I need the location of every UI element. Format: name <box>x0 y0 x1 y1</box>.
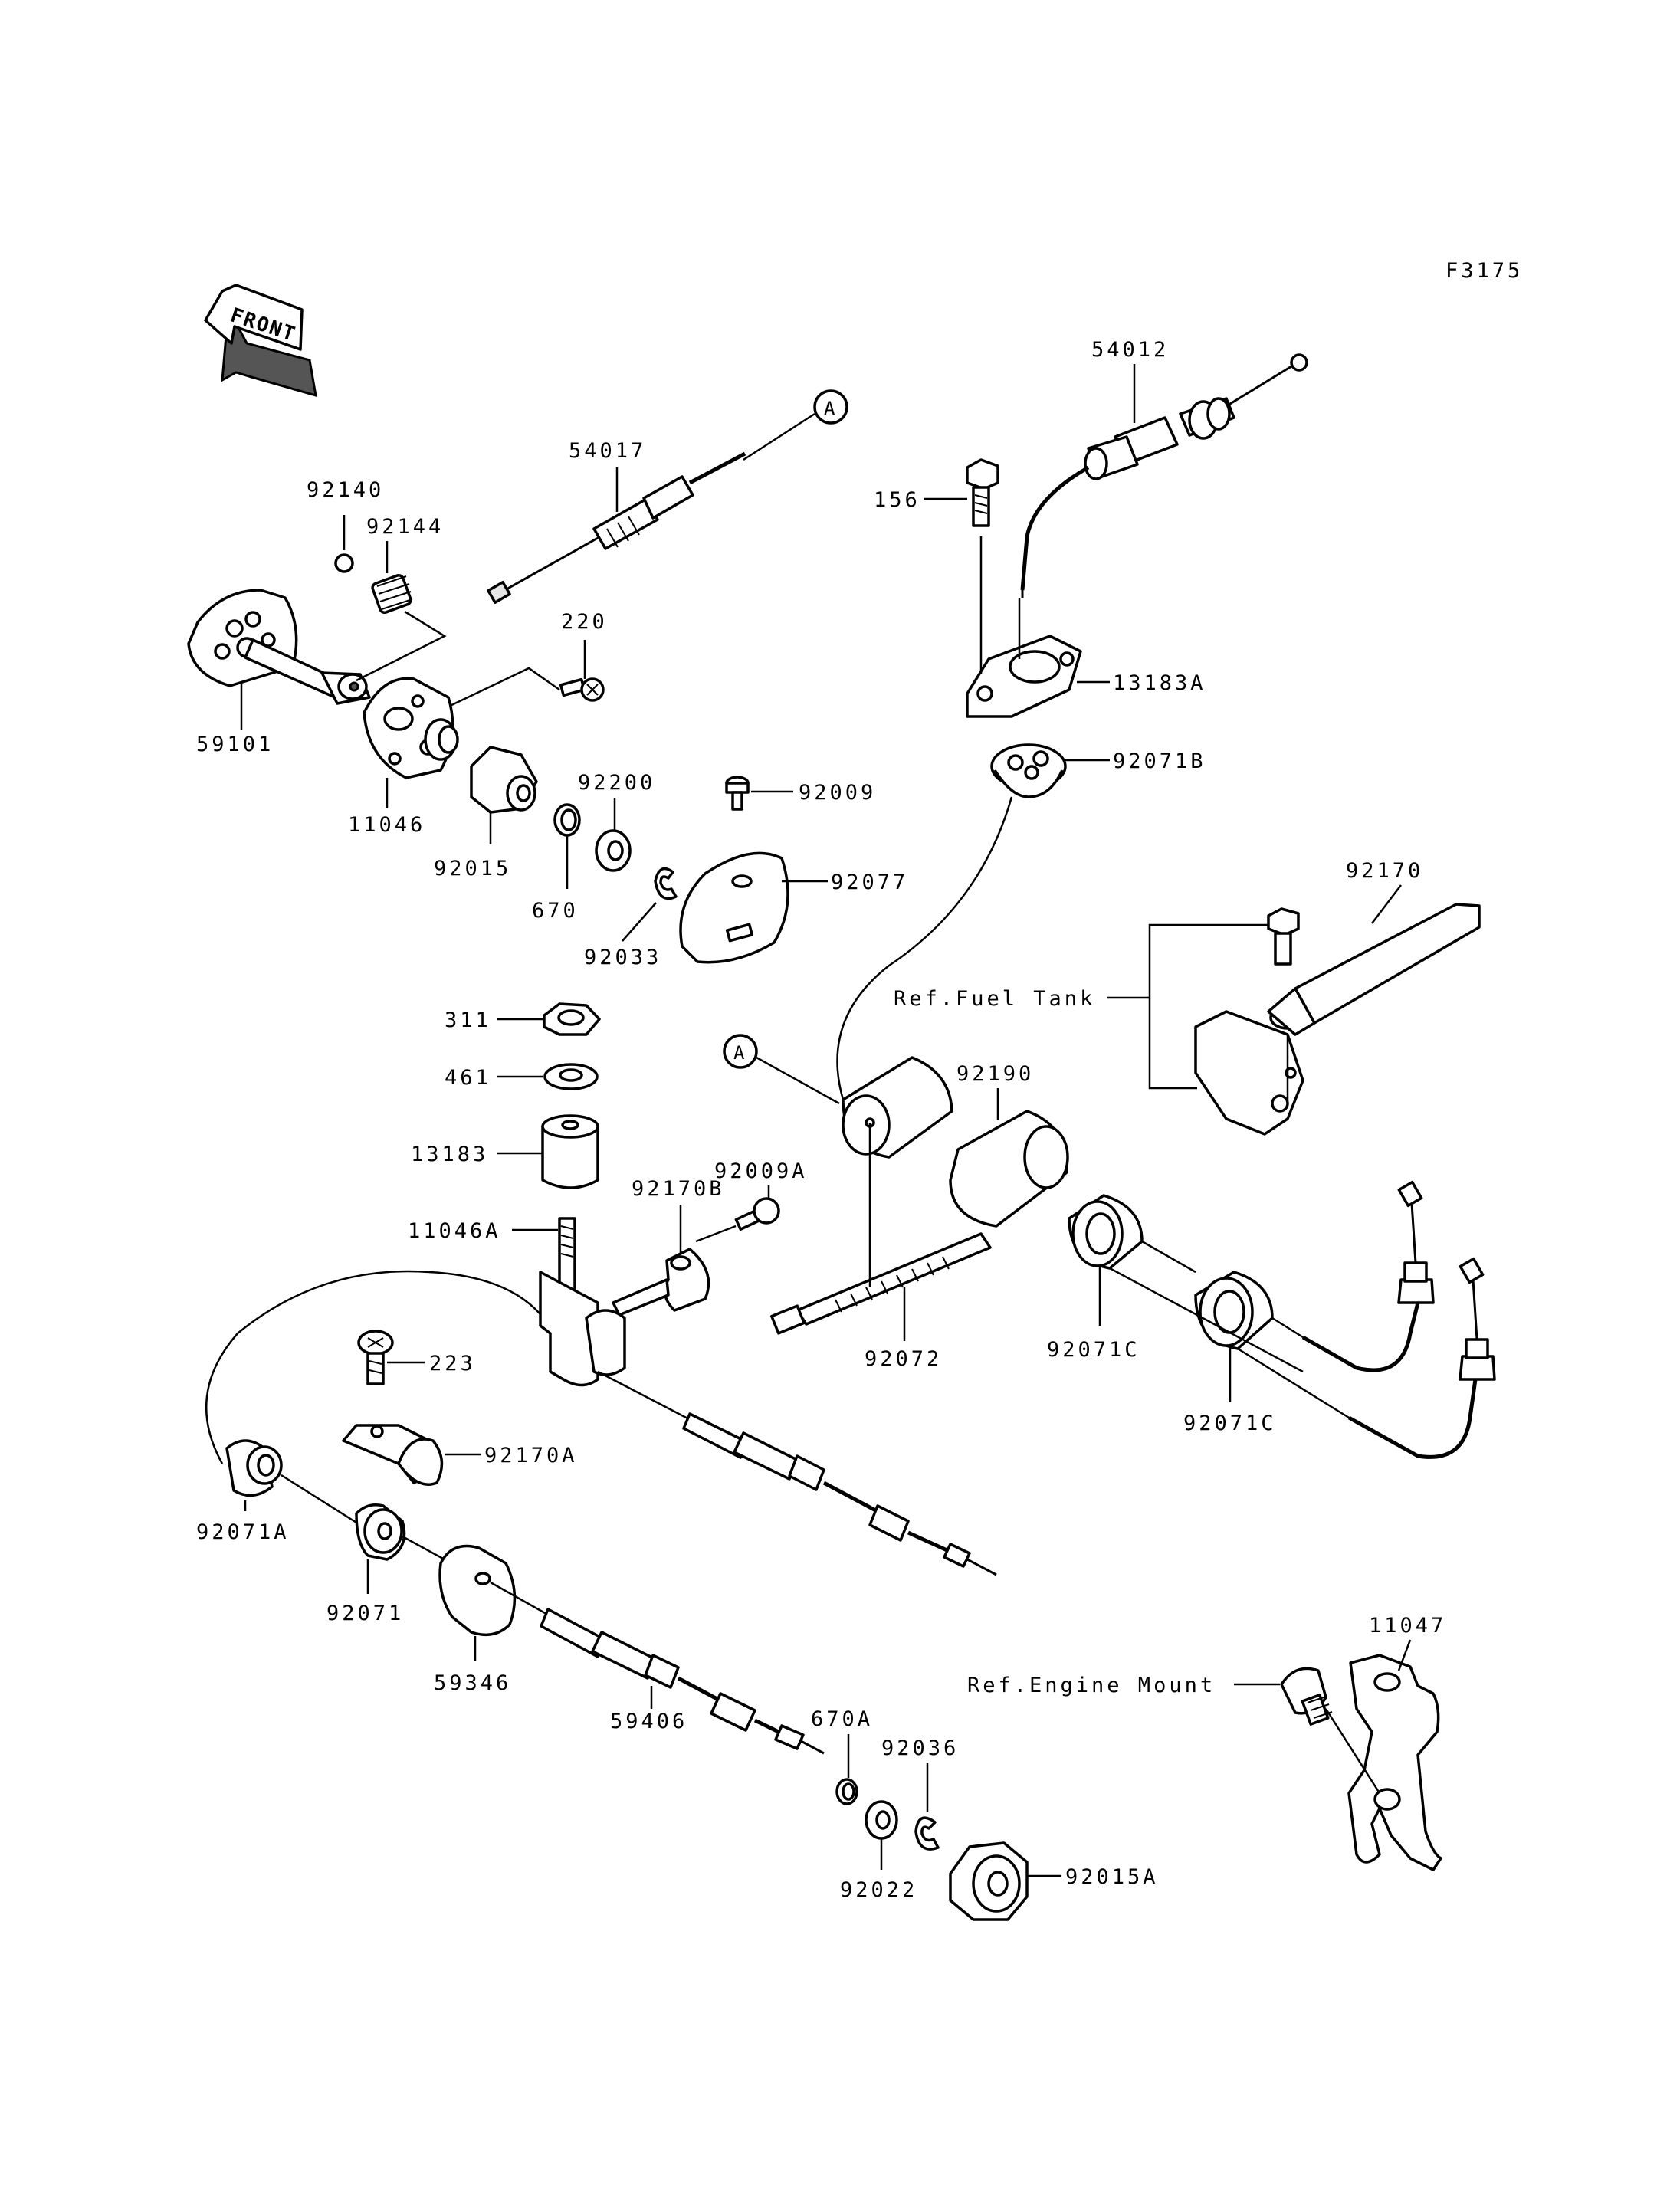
label-11047: 11047 <box>1369 1614 1446 1638</box>
part-92077-cover <box>679 851 789 964</box>
part-92071C-grommet-1 <box>1068 1194 1144 1270</box>
label-220: 220 <box>561 610 608 634</box>
label-13183A: 13183A <box>1113 671 1206 695</box>
label-92071B: 92071B <box>1113 749 1206 773</box>
label-92036: 92036 <box>881 1736 959 1760</box>
label-92071A: 92071A <box>196 1520 290 1544</box>
part-59406-cable <box>490 1581 825 1755</box>
part-92071-grommet <box>355 1503 406 1561</box>
part-92170A-clamp <box>342 1424 444 1486</box>
throttle-outer-cable-middle <box>597 1370 997 1576</box>
part-92009-screw <box>725 776 750 811</box>
part-92009A-screw <box>734 1197 780 1231</box>
callout-a-mid: A <box>723 1034 840 1105</box>
part-220-screw <box>559 677 605 702</box>
label-92071C-2: 92071C <box>1183 1412 1277 1435</box>
label-59406: 59406 <box>610 1710 687 1733</box>
label-11046: 11046 <box>348 813 425 837</box>
label-92072: 92072 <box>865 1347 942 1371</box>
part-11046A-bracket <box>539 1217 626 1387</box>
ref-fuel-tank: Ref.Fuel Tank <box>894 987 1095 1011</box>
label-92009: 92009 <box>799 781 876 805</box>
part-11046-case <box>363 677 459 779</box>
label-92071C-1: 92071C <box>1047 1338 1140 1362</box>
svg-text:A: A <box>733 1042 745 1064</box>
label-54017: 54017 <box>569 439 646 463</box>
part-92071B-grommet <box>990 743 1067 798</box>
figure-code: F3175 <box>1445 259 1523 283</box>
part-92190-tube <box>842 1056 1069 1228</box>
part-92170B-clamp <box>612 1248 710 1317</box>
part-92144-spring <box>371 573 413 615</box>
label-92015A: 92015A <box>1065 1865 1159 1889</box>
choke-cable-ends <box>1109 1180 1496 1459</box>
label-92200: 92200 <box>578 771 655 795</box>
label-92144: 92144 <box>366 515 444 539</box>
part-92071C-grommet-2 <box>1194 1271 1274 1350</box>
label-311: 311 <box>445 1008 491 1032</box>
part-92015-nut <box>470 746 538 814</box>
label-92170: 92170 <box>1346 859 1423 883</box>
label-92077: 92077 <box>831 871 908 894</box>
label-156: 156 <box>874 488 920 512</box>
part-92015A-nut <box>949 1841 1029 1921</box>
label-92170B: 92170B <box>632 1177 725 1201</box>
part-92072-tiestrap <box>770 1232 992 1335</box>
label-92015: 92015 <box>434 857 511 880</box>
label-670: 670 <box>532 899 579 923</box>
label-54012: 54012 <box>1091 338 1169 362</box>
front-arrow-icon: FRONT <box>204 284 317 398</box>
part-223-screw <box>357 1330 394 1385</box>
label-92009A: 92009A <box>714 1159 808 1183</box>
label-59101: 59101 <box>196 733 274 756</box>
part-156-bolt <box>966 458 999 527</box>
label-92033: 92033 <box>584 946 661 969</box>
part-13183-spacer <box>541 1114 599 1189</box>
part-92036-circlip <box>914 1816 940 1851</box>
part-461-lockwasher <box>543 1063 599 1090</box>
label-59346: 59346 <box>434 1671 511 1695</box>
label-92140: 92140 <box>307 478 384 502</box>
label-92170A: 92170A <box>484 1444 578 1467</box>
label-670A: 670A <box>811 1707 873 1731</box>
label-223: 223 <box>429 1352 476 1376</box>
part-13183A-bracket <box>966 635 1082 718</box>
fuel-tank-bracket <box>1194 1010 1304 1136</box>
part-59101-lever <box>187 589 371 705</box>
label-92022: 92022 <box>840 1878 917 1902</box>
svg-text:A: A <box>824 398 835 419</box>
part-311-nut <box>543 1002 601 1036</box>
label-92190: 92190 <box>956 1062 1034 1086</box>
part-92033-circlip <box>654 867 678 900</box>
callout-a-top: A <box>743 389 848 461</box>
label-461: 461 <box>445 1066 491 1090</box>
part-92071A-grommet <box>225 1439 283 1497</box>
part-92170-strap <box>1267 903 1481 1036</box>
part-92170-bolt <box>1267 907 1300 966</box>
engine-mount-bolt <box>1280 1667 1333 1726</box>
label-11046A: 11046A <box>408 1219 501 1243</box>
part-11047-bracket <box>1347 1654 1442 1871</box>
part-92140-ball <box>334 553 354 573</box>
part-59346-damper <box>438 1544 517 1637</box>
label-92071: 92071 <box>326 1602 404 1625</box>
part-54012-cable <box>1020 353 1308 598</box>
part-54017-cable <box>487 451 746 605</box>
ref-engine-mount: Ref.Engine Mount <box>967 1674 1216 1697</box>
label-13183: 13183 <box>411 1143 488 1166</box>
